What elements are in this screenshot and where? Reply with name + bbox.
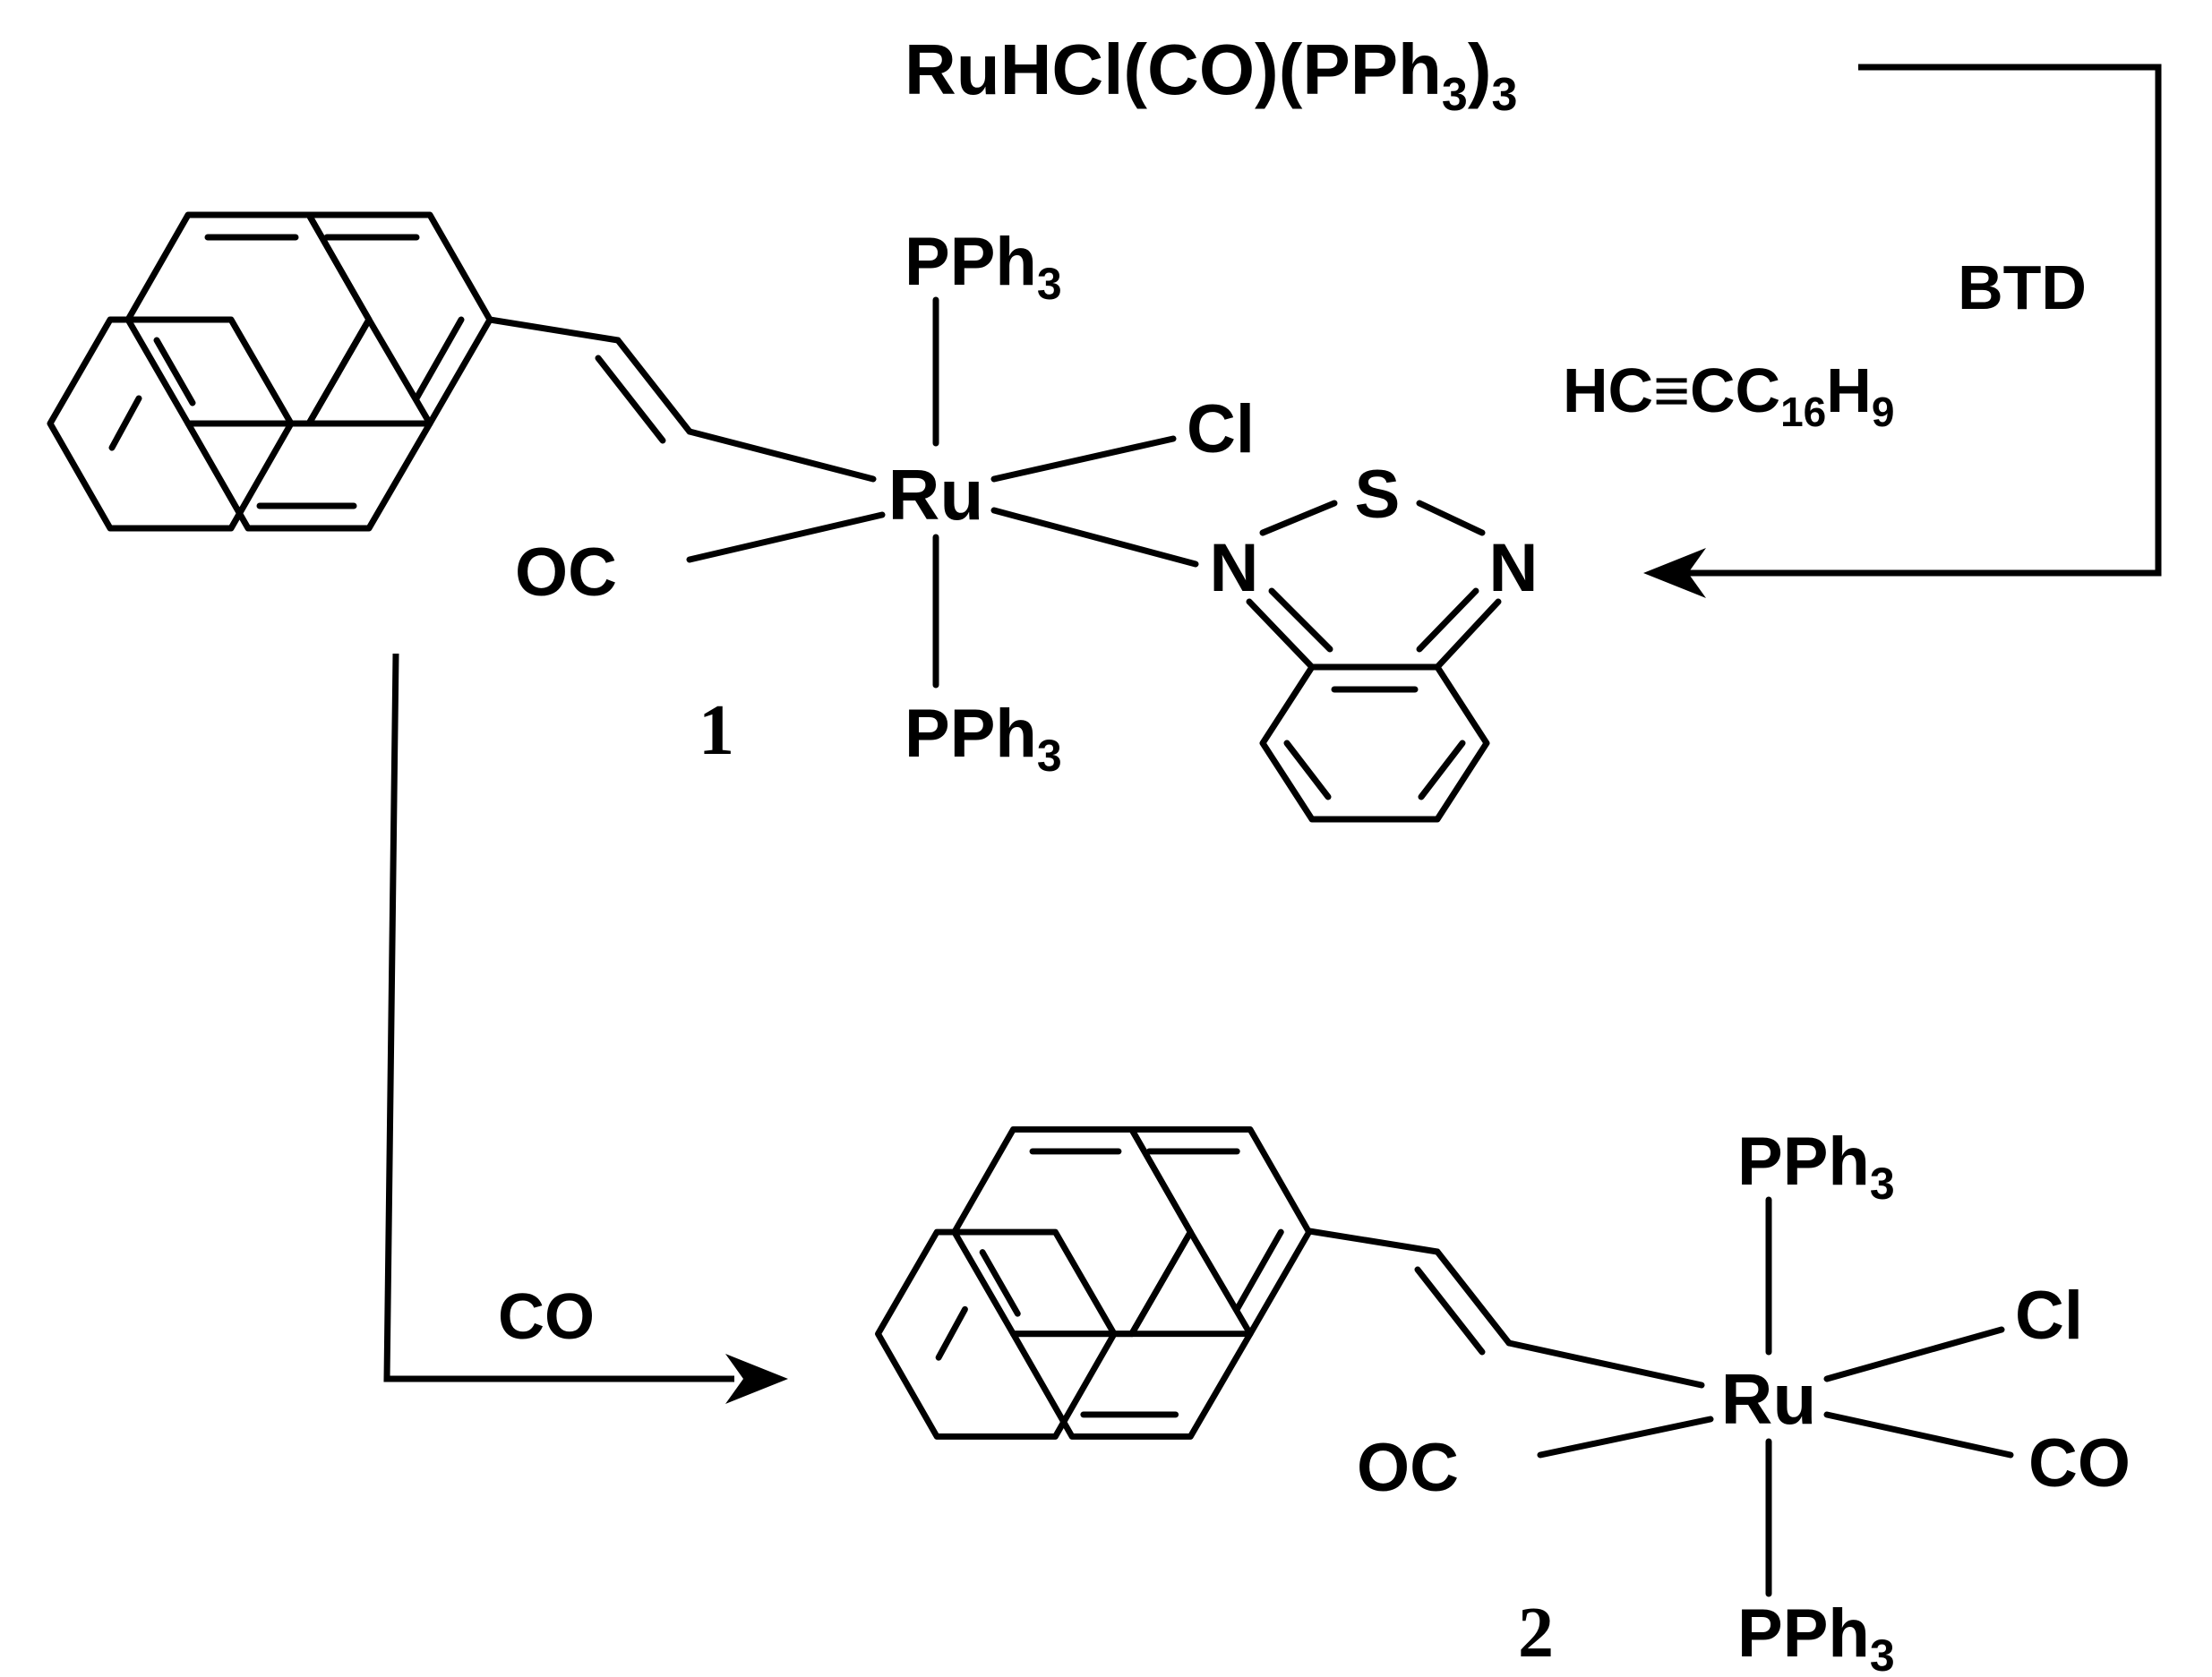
- pph3-bottom-2: PPh3: [1737, 1596, 1895, 1677]
- pph3-top-1: PPh3: [905, 224, 1062, 309]
- pph3-top-2: PPh3: [1737, 1124, 1895, 1209]
- alkyne-subscript-2: 9: [1872, 389, 1895, 435]
- reagent-close-paren: ): [1468, 30, 1492, 109]
- btd-label: BTD: [1958, 252, 2087, 322]
- vinyl-double-bond-inner: [595, 355, 666, 444]
- alkyne-label: HC≡CC16H9: [1563, 355, 1894, 435]
- btd-n2-label: N: [1489, 530, 1539, 606]
- ru-n-bond-1: [990, 507, 1199, 568]
- svg-text:RuHCl(CO)(PPh3)3: RuHCl(CO)(PPh3)3: [905, 30, 1517, 121]
- pyrene-1: [47, 211, 493, 532]
- step2-co-label: CO: [498, 1281, 595, 1353]
- reagent-subscript-1: 3: [1442, 69, 1468, 121]
- vinyl-double-bond: [614, 337, 693, 435]
- reagent-formula-text: RuHCl(CO)(PPh: [905, 30, 1442, 109]
- step1-arrow: [1643, 64, 2162, 598]
- ru-label-2: Ru: [1721, 1359, 1817, 1439]
- co-label-2: CO: [2028, 1425, 2131, 1502]
- ru-cl-bond-1: [990, 435, 1177, 483]
- reagent-subscript-2: 3: [1491, 69, 1517, 121]
- ru-vinyl-bond-1: [686, 428, 877, 483]
- vinyl-bond-1: [486, 316, 622, 344]
- alkyne-main: CC: [1690, 355, 1780, 425]
- ru-label-1: Ru: [888, 455, 984, 535]
- cl-label-2: Cl: [2015, 1278, 2083, 1354]
- step2-arrow: [383, 653, 788, 1404]
- alkyne-h: H: [1826, 355, 1872, 425]
- compound-1-number: 1: [699, 691, 734, 770]
- pyrene-2: [875, 1125, 1313, 1440]
- step1-conditions: BTD HC≡CC16H9: [1563, 252, 2087, 435]
- reagent-formula: RuHCl(CO)(PPh3)3: [905, 30, 1517, 121]
- oc-label-1: OC: [515, 535, 617, 611]
- benzothiadiazole: S N N: [1210, 457, 1539, 823]
- alkyne-subscript-1: 16: [1780, 389, 1826, 435]
- compound-1: Ru PPh3 PPh3 Cl OC S N N 1: [47, 211, 1539, 823]
- oc-label-2: OC: [1357, 1430, 1459, 1506]
- pph3-bottom-1: PPh3: [905, 696, 1062, 781]
- btd-s-label: S: [1355, 457, 1401, 533]
- alkyne-triple-bond: ≡: [1653, 355, 1690, 425]
- alkyne-prefix: HC: [1563, 355, 1653, 425]
- compound-2: Ru PPh3 PPh3 Cl OC CO 2: [875, 1124, 2131, 1677]
- btd-n1-label: N: [1210, 530, 1259, 606]
- ru-co-bond-1: [686, 511, 886, 563]
- cl-label-1: Cl: [1187, 391, 1255, 467]
- compound-2-number: 2: [1518, 1594, 1554, 1673]
